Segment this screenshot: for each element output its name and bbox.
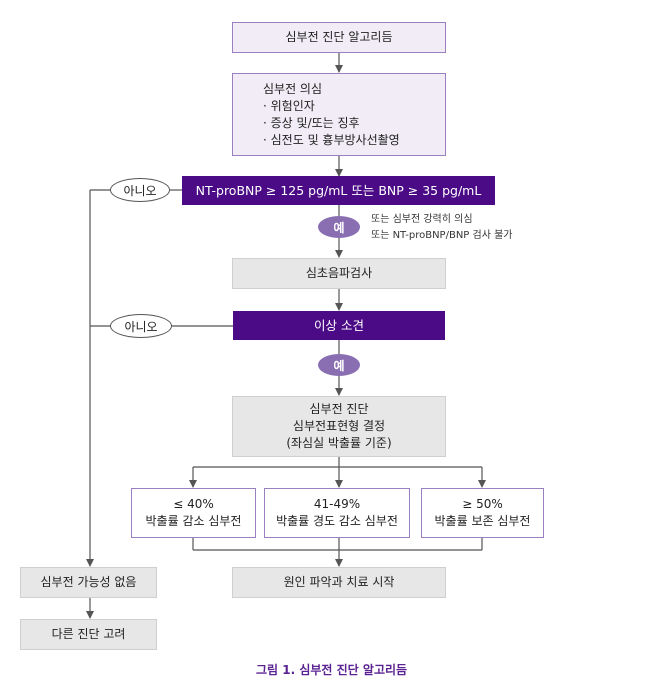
phenotype-name: 박출률 경도 감소 심부전 [276,514,398,528]
phenotype-name: 박출률 감소 심부전 [145,514,242,528]
phenotype-mildly-reduced-content: 41-49% 박출률 경도 감소 심부전 [276,496,398,530]
phenotype-name: 박출률 보존 심부전 [434,514,531,528]
phenotype-range: ≤ 40% [173,497,214,511]
no-label: 아니오 [124,319,158,334]
yes-condition-note: 또는 심부전 강력히 의심 또는 NT-proBNP/BNP 검사 불가 [371,212,512,244]
phenotype-range: 41-49% [313,497,361,511]
diagnosis-box: 심부전 진단 심부전표현형 결정 (좌심실 박출률 기준) [232,396,446,457]
figure-caption: 그림 1. 심부전 진단 알고리듬 [256,663,408,677]
suspicion-item: · 심전도 및 흉부방사선촬영 [263,132,400,147]
phenotype-preserved-box: ≥ 50% 박출률 보존 심부전 [421,488,544,538]
yes-label: 예 [333,220,345,235]
note-line: 또는 NT-proBNP/BNP 검사 불가 [371,230,513,241]
suspicion-heading: 심부전 의심 [263,81,323,96]
echo-text: 심초음파검사 [305,266,373,280]
diagnosis-line: 심부전표현형 결정 [292,419,386,433]
diagnosis-line: (좌심실 박출률 기준) [286,436,392,450]
phenotype-range: ≥ 50% [462,497,503,511]
no-oval-bnp: 아니오 [110,178,170,202]
other-diagnosis-text: 다른 진단 고려 [51,627,126,641]
phenotype-reduced-content: ≤ 40% 박출률 감소 심부전 [146,496,242,530]
abnormal-finding-box: 이상 소견 [233,311,445,340]
phenotype-reduced-box: ≤ 40% 박출률 감소 심부전 [131,488,256,538]
bnp-test-text: NT-proBNP ≥ 125 pg/mL 또는 BNP ≥ 35 pg/mL [195,183,482,198]
hf-suspicion-box: 심부전 의심 · 위험인자 · 증상 및/또는 징후 · 심전도 및 흉부방사선… [232,73,446,156]
algorithm-title-box: 심부전 진단 알고리듬 [232,22,446,53]
algorithm-title-text: 심부전 진단 알고리듬 [285,30,393,44]
yes-oval-bnp: 예 [318,216,360,238]
yes-label: 예 [333,358,345,373]
no-label: 아니오 [123,183,157,198]
bnp-test-box: NT-proBNP ≥ 125 pg/mL 또는 BNP ≥ 35 pg/mL [182,176,495,205]
suspicion-item: · 증상 및/또는 징후 [263,115,360,130]
diagnosis-content: 심부전 진단 심부전표현형 결정 (좌심실 박출률 기준) [286,401,391,452]
hf-suspicion-content: 심부전 의심 · 위험인자 · 증상 및/또는 징후 · 심전도 및 흉부방사선… [263,81,400,149]
hf-unlikely-box: 심부전 가능성 없음 [20,567,157,598]
note-line: 또는 심부전 강력히 의심 [371,214,473,225]
cause-treatment-text: 원인 파악과 치료 시작 [283,575,395,589]
suspicion-item: · 위험인자 [263,98,315,113]
abnormal-finding-text: 이상 소견 [314,318,364,333]
no-oval-echo: 아니오 [110,314,172,338]
cause-treatment-box: 원인 파악과 치료 시작 [232,567,446,598]
yes-oval-echo: 예 [318,354,360,376]
other-diagnosis-box: 다른 진단 고려 [20,619,157,650]
phenotype-preserved-content: ≥ 50% 박출률 보존 심부전 [435,496,531,530]
echo-box: 심초음파검사 [232,258,446,289]
hf-unlikely-text: 심부전 가능성 없음 [40,575,137,589]
diagnosis-line: 심부전 진단 [309,402,369,416]
phenotype-mildly-reduced-box: 41-49% 박출률 경도 감소 심부전 [264,488,410,538]
